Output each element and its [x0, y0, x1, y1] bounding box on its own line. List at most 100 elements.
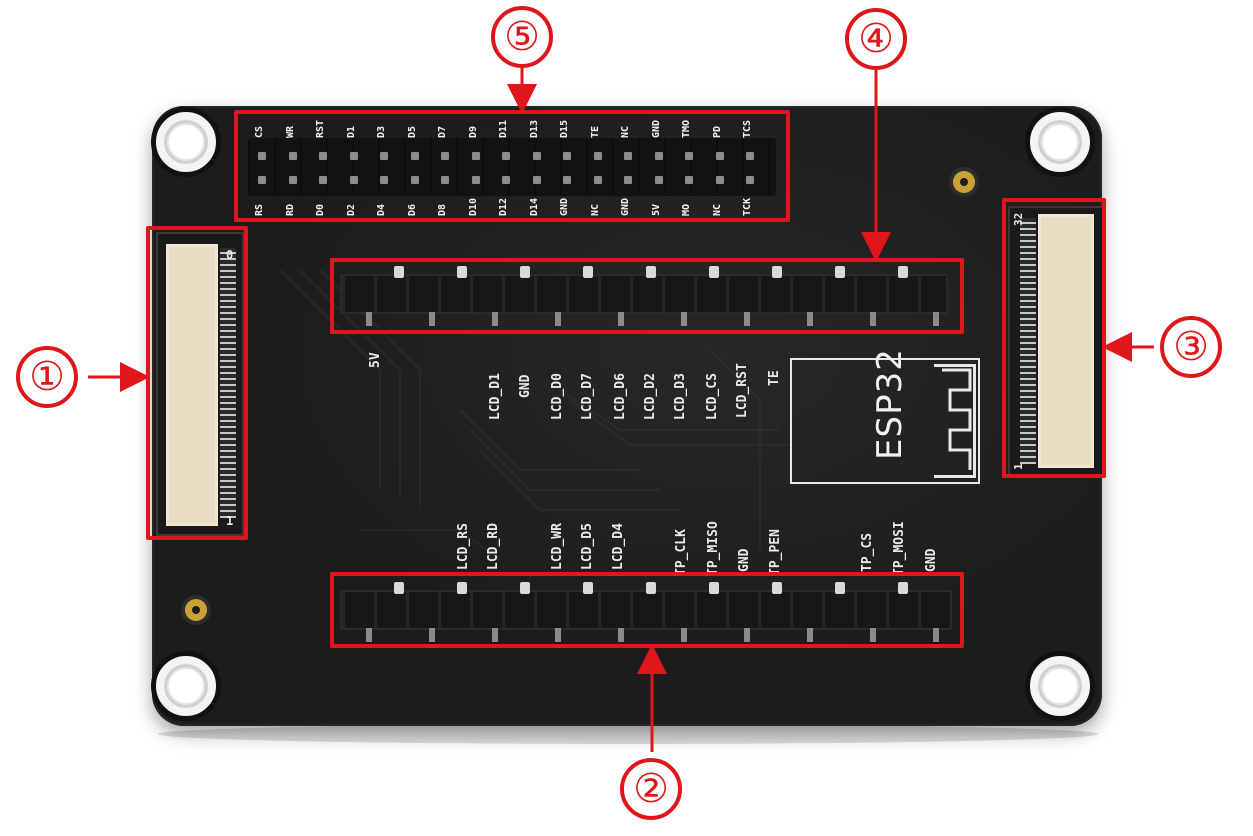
header-pin: [583, 582, 593, 594]
bottom-header-label: TP_CLK: [674, 529, 689, 576]
esp32-module-label: ESP32: [870, 348, 910, 460]
header-pin: [835, 266, 845, 278]
header-pin: [289, 176, 297, 184]
header-pin: [457, 266, 467, 278]
fpc-connector-left: [156, 232, 244, 536]
antenna-meander: [942, 368, 972, 470]
header-pin: [898, 582, 908, 594]
header-pin: [898, 266, 908, 278]
callout-2: ②: [620, 758, 682, 820]
middle-header-label: LCD_D1: [488, 373, 503, 420]
esp32-footprint: [790, 358, 980, 484]
header-pin: [624, 176, 632, 184]
header-pin: [350, 176, 358, 184]
header-pin: [380, 176, 388, 184]
header-pin: [646, 582, 656, 594]
header-pin: [709, 266, 719, 278]
header-pin: [520, 266, 530, 278]
bottom-header-label: TP_PEN: [768, 529, 783, 576]
header-pin: [655, 176, 663, 184]
header-leg: [366, 312, 372, 326]
bottom-header-label: GND: [924, 548, 939, 572]
bottom-header-label: LCD_RD: [486, 523, 501, 570]
female-header-bottom: [340, 590, 952, 630]
middle-header-label: LCD_D6: [613, 373, 628, 420]
header-pin: [472, 152, 480, 160]
middle-header-label: 5V: [368, 352, 383, 368]
header-leg: [429, 312, 435, 326]
header-pin: [709, 582, 719, 594]
gold-via-bottom: [185, 599, 207, 621]
middle-header-label: LCD_D3: [673, 373, 688, 420]
header-pin: [411, 176, 419, 184]
header-pin: [380, 152, 388, 160]
highlight-box-1: [146, 226, 248, 540]
middle-header-label: TE: [767, 370, 782, 386]
header-leg: [492, 628, 498, 642]
header-pin: [411, 152, 419, 160]
header-pin: [457, 582, 467, 594]
header-leg: [744, 628, 750, 642]
header-pin: [441, 176, 449, 184]
header-pin: [502, 152, 510, 160]
mounting-hole-top-right: [1030, 112, 1090, 172]
header-pin: [594, 176, 602, 184]
header-pin: [835, 582, 845, 594]
callout-4: ④: [845, 8, 907, 70]
header-leg: [555, 628, 561, 642]
bottom-header-label: LCD_RS: [456, 523, 471, 570]
callout-3: ③: [1160, 316, 1222, 378]
mounting-hole-bottom-left: [156, 656, 216, 716]
header-pin: [655, 152, 663, 160]
header-pin: [350, 152, 358, 160]
pin-header-top: [248, 138, 776, 196]
header-pin: [583, 266, 593, 278]
header-pin: [646, 266, 656, 278]
header-leg: [618, 312, 624, 326]
header-pin: [685, 152, 693, 160]
header-pin: [533, 152, 541, 160]
header-pin: [289, 152, 297, 160]
bottom-header-label: TP_MOSI: [892, 521, 907, 576]
antenna-trace: [934, 364, 976, 478]
middle-header-label: LCD_RST: [735, 363, 750, 418]
header-pin: [472, 176, 480, 184]
header-leg: [933, 628, 939, 642]
header-leg: [870, 312, 876, 326]
header-leg: [555, 312, 561, 326]
header-pin: [624, 152, 632, 160]
header-leg: [744, 312, 750, 326]
highlight-box-5: [234, 110, 790, 222]
highlight-box-4: [330, 258, 964, 334]
mounting-hole-top-left: [156, 112, 216, 172]
middle-header-label: GND: [518, 374, 533, 398]
highlight-box-2: [330, 572, 964, 648]
header-pin: [319, 176, 327, 184]
header-leg: [933, 312, 939, 326]
bottom-header-label: GND: [737, 548, 752, 572]
header-pin: [394, 266, 404, 278]
callout-5: ⑤: [491, 6, 553, 68]
header-pin: [716, 176, 724, 184]
header-leg: [618, 628, 624, 642]
mounting-hole-bottom-right: [1030, 656, 1090, 716]
header-pin: [746, 176, 754, 184]
bottom-header-label: LCD_WR: [550, 523, 565, 570]
bottom-header-label: LCD_D4: [611, 523, 626, 570]
fpc-left-pin-start-label: 0: [226, 248, 234, 262]
middle-header-label: LCD_D7: [580, 373, 595, 420]
header-pin: [746, 152, 754, 160]
header-pin: [563, 152, 571, 160]
header-leg: [807, 628, 813, 642]
header-pin: [685, 176, 693, 184]
header-pin: [394, 582, 404, 594]
header-pin: [716, 152, 724, 160]
header-pin: [563, 176, 571, 184]
header-pin: [258, 152, 266, 160]
header-leg: [870, 628, 876, 642]
middle-header-label: LCD_D0: [550, 373, 565, 420]
fpc-left-pin-end-label: 1: [226, 514, 234, 528]
header-pin: [533, 176, 541, 184]
